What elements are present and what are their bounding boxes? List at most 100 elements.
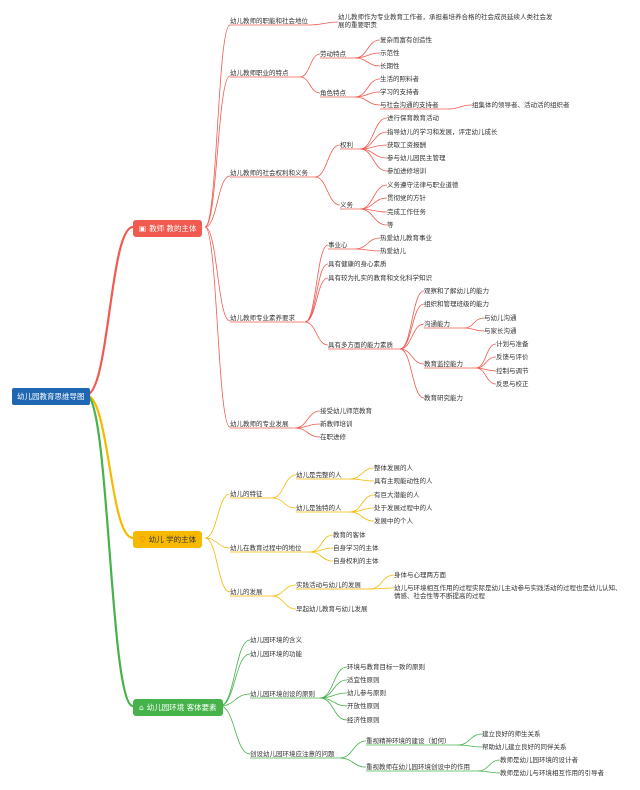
node-right-5[interactable]: 参加进修培训 bbox=[387, 167, 426, 175]
node-issue-teacher[interactable]: 重视教师在幼儿园环境创设中的作用 bbox=[366, 763, 470, 771]
node-status-object[interactable]: 教育的客体 bbox=[333, 531, 366, 539]
node-principle-2[interactable]: 适宜性原则 bbox=[347, 676, 380, 684]
connector-line bbox=[475, 367, 497, 385]
node-env-meaning[interactable]: 幼儿园环境的含义 bbox=[250, 636, 302, 644]
node-dev-inservice[interactable]: 在职进修 bbox=[320, 433, 346, 441]
node-love-career[interactable]: 热爱幼儿教育事业 bbox=[380, 234, 432, 242]
node-principle-1[interactable]: 环境与教育目标一致的原则 bbox=[347, 663, 425, 671]
root-node[interactable]: 幼儿园教育思维导图 bbox=[12, 388, 90, 405]
node-right-4[interactable]: 参与幼儿园民主管理 bbox=[387, 154, 446, 162]
node-unique-3[interactable]: 发展中的个人 bbox=[374, 517, 413, 525]
node-dedication[interactable]: 事业心 bbox=[328, 241, 348, 249]
node-teacher-role-1[interactable]: 教师是幼儿园环境的设计者 bbox=[500, 756, 578, 764]
node-status-learner[interactable]: 自身学习的主体 bbox=[333, 544, 379, 552]
node-ability-monitor[interactable]: 教育监控能力 bbox=[424, 360, 463, 368]
node-spirit-2[interactable]: 帮助幼儿建立良好的同伴关系 bbox=[482, 743, 567, 751]
node-practice-process[interactable]: 幼儿与环境相互作用的过程实际是幼儿主动参与实践活动的过程也是幼儿认知、情感、社会… bbox=[394, 584, 622, 600]
connector-line bbox=[204, 226, 231, 322]
node-knowledge[interactable]: 具有较为扎实的教育和文化科学知识 bbox=[328, 274, 432, 282]
node-spirit-1[interactable]: 建立良好的师生关系 bbox=[482, 730, 541, 738]
connector-line bbox=[354, 57, 381, 67]
node-monitor-reflect[interactable]: 反思与校正 bbox=[496, 380, 529, 388]
heart-icon: ♡ bbox=[139, 535, 146, 544]
node-teacher-traits[interactable]: 幼儿教师职业的特点 bbox=[230, 69, 289, 77]
node-unique-1[interactable]: 有巨大潜能的人 bbox=[374, 491, 420, 499]
node-dev-newteacher[interactable]: 新教师培训 bbox=[320, 420, 353, 428]
branch-child[interactable]: ♡幼儿 学的主体 bbox=[133, 531, 203, 548]
connector-line bbox=[204, 537, 231, 549]
connector-line bbox=[271, 497, 297, 509]
node-health[interactable]: 具有健康的身心素质 bbox=[328, 260, 387, 268]
connector-line bbox=[369, 587, 395, 590]
node-labor-longterm[interactable]: 长期性 bbox=[380, 62, 400, 70]
node-role-supporter[interactable]: 学习的支持者 bbox=[380, 88, 419, 96]
node-right-3[interactable]: 获取工资报酬 bbox=[387, 141, 426, 149]
node-ability-research[interactable]: 教育研究能力 bbox=[424, 394, 463, 402]
node-role-carer[interactable]: 生活的照料者 bbox=[380, 75, 419, 83]
node-child-unique[interactable]: 幼儿是独特的人 bbox=[296, 504, 342, 512]
node-love-child[interactable]: 热爱幼儿 bbox=[380, 247, 406, 255]
node-status-rights[interactable]: 自身权利的主体 bbox=[333, 557, 379, 565]
node-child-whole[interactable]: 幼儿是完整的人 bbox=[296, 471, 342, 479]
connector-line bbox=[304, 244, 329, 323]
node-env-principles[interactable]: 幼儿园环境创设的原则 bbox=[250, 690, 315, 698]
node-child-status[interactable]: 幼儿在教育过程中的地位 bbox=[230, 544, 302, 552]
node-child-development[interactable]: 幼儿的发展 bbox=[230, 588, 263, 596]
node-abilities[interactable]: 具有多方面的能力素质 bbox=[328, 341, 393, 349]
node-ability-communicate[interactable]: 沟通能力 bbox=[424, 320, 450, 328]
node-role-communicator[interactable]: 与社会沟通的支持者 bbox=[380, 101, 439, 109]
node-ability-manage[interactable]: 组织和管理班级的能力 bbox=[424, 300, 489, 308]
node-duties[interactable]: 义务 bbox=[340, 201, 353, 209]
branch-env[interactable]: ⌂幼儿园环境 客体要素 bbox=[133, 699, 223, 716]
node-rights[interactable]: 权利 bbox=[340, 141, 353, 149]
branch-child-label: 幼儿 学的主体 bbox=[148, 535, 197, 544]
node-teacher-role[interactable]: 幼儿教师的职能和社会地位 bbox=[230, 17, 308, 25]
connector-line bbox=[219, 705, 251, 755]
node-monitor-plan[interactable]: 计划与准备 bbox=[496, 340, 529, 348]
node-comm-child[interactable]: 与幼儿沟通 bbox=[484, 314, 517, 322]
node-right-1[interactable]: 进行保育教育活动 bbox=[387, 114, 439, 122]
node-whole-2[interactable]: 具有主观能动性的人 bbox=[374, 477, 433, 485]
node-teacher-role-desc[interactable]: 幼儿教师作为专业教育工作者，承担着培养合格的社会成员延续人类社会发展的重要职责 bbox=[338, 13, 553, 29]
node-duty-1[interactable]: 义务遵守法律与职业道德 bbox=[387, 181, 459, 189]
node-teacher-role-2[interactable]: 教师是幼儿与环境相互作用的引导者 bbox=[500, 769, 604, 777]
node-role-traits[interactable]: 角色特点 bbox=[320, 89, 346, 97]
connector-line bbox=[299, 53, 321, 78]
node-early-education[interactable]: 早起幼儿教育与幼儿发展 bbox=[296, 605, 368, 613]
node-labor-exemplary[interactable]: 示范性 bbox=[380, 49, 400, 57]
node-principle-5[interactable]: 经济性原则 bbox=[347, 716, 380, 724]
node-env-issues[interactable]: 创设幼儿园环境应注意的问题 bbox=[250, 750, 335, 758]
connector-line bbox=[354, 248, 381, 252]
connector-line bbox=[204, 537, 231, 593]
node-unique-2[interactable]: 处于发展过程中的人 bbox=[374, 504, 433, 512]
node-labor-traits[interactable]: 劳动特点 bbox=[320, 50, 346, 58]
node-practice-dev[interactable]: 实践活动与幼儿的发展 bbox=[296, 581, 361, 589]
node-labor-creative[interactable]: 复杂而富有创造性 bbox=[380, 36, 432, 44]
node-principle-4[interactable]: 开放性原则 bbox=[347, 702, 380, 710]
connector-line bbox=[299, 76, 321, 94]
node-dev-normal[interactable]: 接受幼儿师范教育 bbox=[320, 407, 372, 415]
node-role-leader[interactable]: 组集体的领导者、活动活的组织者 bbox=[472, 101, 570, 109]
node-teacher-development[interactable]: 幼儿教师的专业发展 bbox=[230, 420, 289, 428]
node-whole-1[interactable]: 整体发展的人 bbox=[374, 464, 413, 472]
node-practice-body[interactable]: 身体与心理两方面 bbox=[394, 571, 446, 579]
node-principle-3[interactable]: 幼儿参与原则 bbox=[347, 689, 386, 697]
node-monitor-feedback[interactable]: 反馈与评价 bbox=[496, 353, 529, 361]
node-env-function[interactable]: 幼儿园环境的功能 bbox=[250, 650, 302, 658]
node-teacher-rights[interactable]: 幼儿教师的社会权利和义务 bbox=[230, 169, 308, 177]
node-duty-2[interactable]: 贯彻党的方针 bbox=[387, 194, 426, 202]
node-ability-observe[interactable]: 观察和了解幼儿的能力 bbox=[424, 287, 489, 295]
node-monitor-control[interactable]: 控制与调节 bbox=[496, 367, 529, 375]
node-right-2[interactable]: 指导幼儿的学习和发展，评定幼儿成长 bbox=[387, 128, 498, 136]
branch-teacher[interactable]: ▣教师 教的主体 bbox=[133, 220, 203, 237]
connector-line bbox=[359, 184, 388, 210]
connector-line bbox=[85, 393, 134, 708]
node-duty-3[interactable]: 完成工作任务 bbox=[387, 208, 426, 216]
node-duty-4[interactable]: 等 bbox=[387, 221, 394, 229]
branch-env-label: 幼儿园环境 客体要素 bbox=[146, 703, 217, 712]
node-teacher-qualities[interactable]: 幼儿教师专业素养要求 bbox=[230, 314, 295, 322]
node-child-traits[interactable]: 幼儿的特征 bbox=[230, 490, 263, 498]
connector-line bbox=[399, 303, 425, 350]
node-comm-parent[interactable]: 与家长沟通 bbox=[484, 327, 517, 335]
node-issue-spirit[interactable]: 重视精神环境的建设（如何） bbox=[366, 737, 451, 745]
